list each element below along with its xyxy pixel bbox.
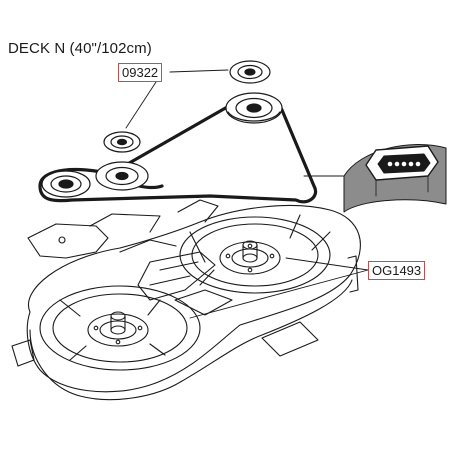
part-label-pulleys: OG1493 bbox=[368, 261, 426, 280]
diagram-title: DECK N (40"/102cm) bbox=[8, 40, 152, 57]
pulley-top-right bbox=[229, 60, 271, 84]
part-label-belt: 09322 bbox=[118, 63, 163, 82]
belt-cross-section-detail bbox=[343, 144, 447, 213]
pulley-center-idler bbox=[95, 161, 149, 191]
pulley-left bbox=[41, 170, 91, 198]
leader-lines bbox=[125, 69, 369, 319]
pulley-right-engine bbox=[225, 92, 283, 124]
mower-deck bbox=[11, 199, 361, 401]
pulley-upper-idler bbox=[103, 131, 141, 153]
